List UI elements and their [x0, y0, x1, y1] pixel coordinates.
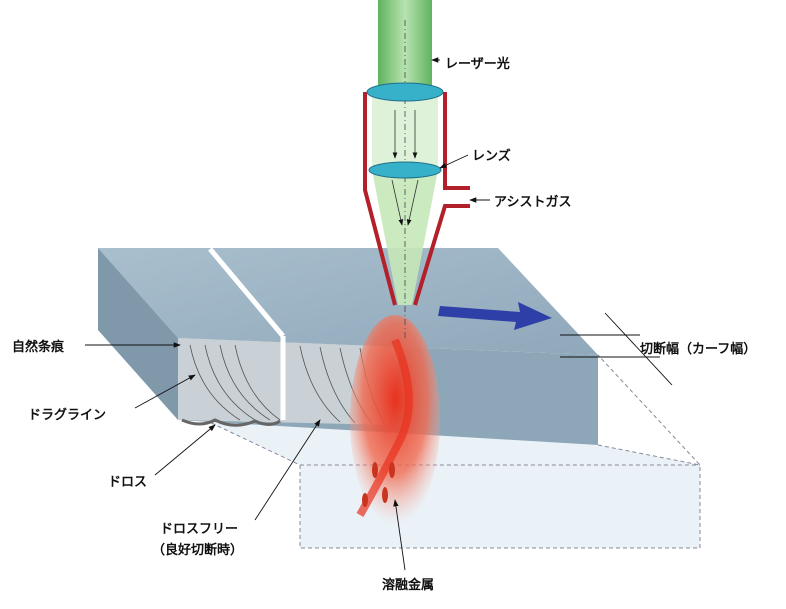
label-laser: レーザー光: [445, 57, 510, 72]
molten-metal: [350, 315, 440, 525]
label-molten-metal: 溶融金属: [382, 578, 435, 593]
metal-plate: [98, 247, 598, 445]
label-lens: レンズ: [472, 149, 511, 164]
plate-extension: [204, 354, 701, 549]
label-dross: ドロス: [108, 475, 148, 490]
label-kerf: 切断幅（カーフ幅）: [640, 342, 757, 357]
direction-arrow: [438, 302, 552, 330]
label-striation: 自然条痕: [12, 340, 65, 355]
kerf-dimension: [560, 312, 673, 386]
label-assist-gas: アシストガス: [494, 195, 572, 210]
label-drag-line: ドラグライン: [28, 408, 107, 423]
label-dross-free: ドロスフリー: [160, 522, 239, 537]
laser-beam: [372, 0, 438, 340]
label-dross-free-note: （良好切断時）: [152, 543, 244, 558]
nozzle: [363, 92, 470, 306]
lenses: [366, 82, 444, 179]
